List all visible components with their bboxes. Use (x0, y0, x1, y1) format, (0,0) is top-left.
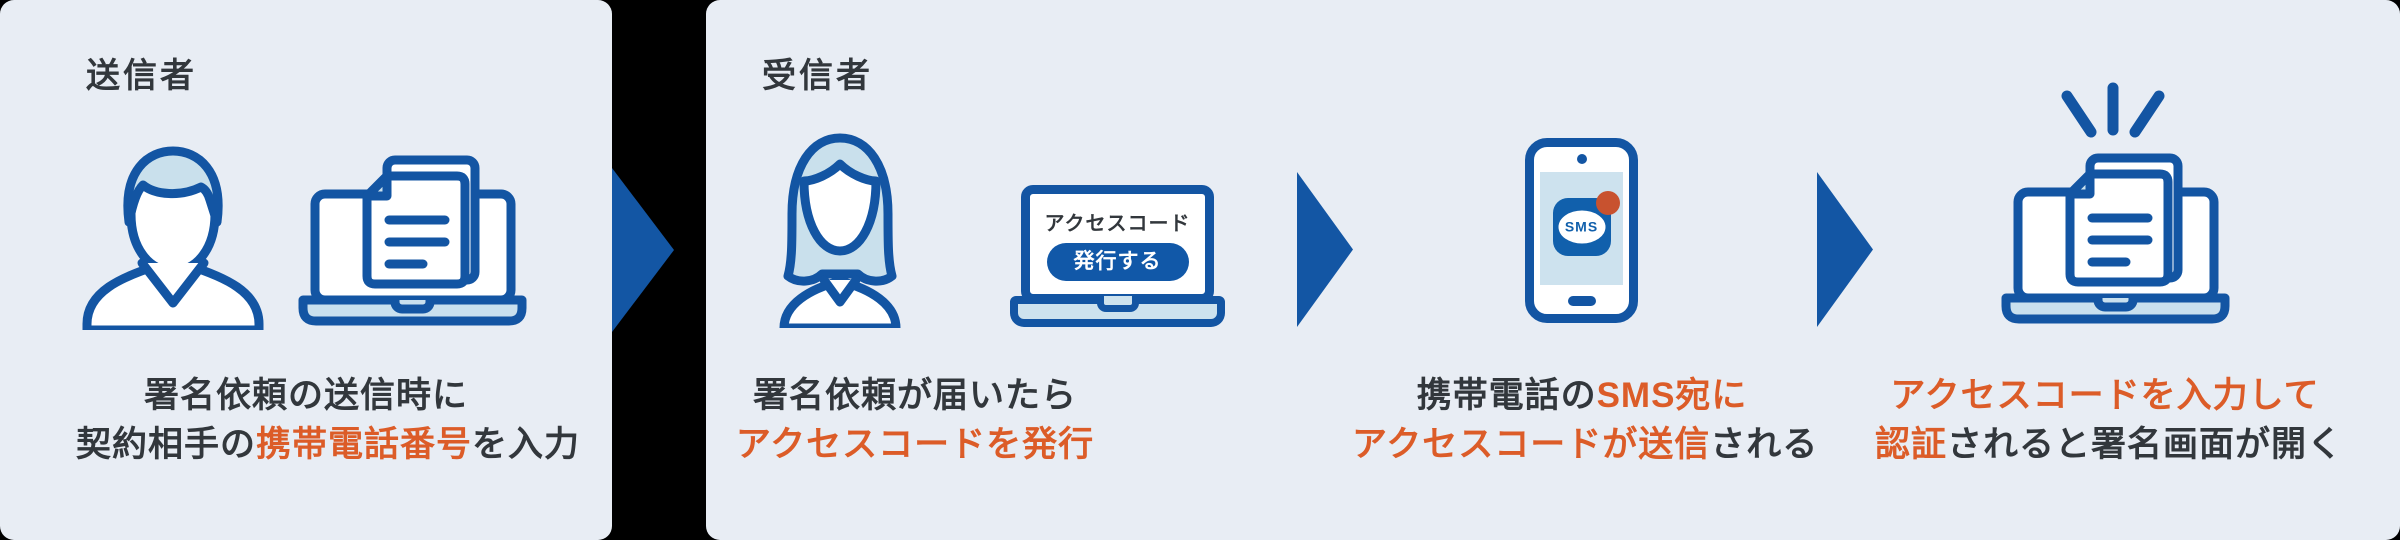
phone-screen: SMS (1540, 172, 1623, 285)
access-code-title: アクセスコード (1044, 213, 1191, 235)
issue-access-code-caption: 署名依頼が届いたら アクセスコードを発行 (685, 371, 1145, 469)
sms-app-icon: SMS (1552, 191, 1620, 256)
phone-home-button (1567, 296, 1596, 306)
sender-panel: 送信者 署名依頼の送信 (0, 0, 612, 540)
sender-caption: 署名依頼の送信時に 契約相手の携帯電話番号を入力 (76, 371, 581, 469)
business-man-icon (82, 146, 264, 330)
caption-line: アクセスコードを入力して (1890, 376, 2320, 415)
laptop-notch (1096, 296, 1139, 312)
laptop-screen: アクセスコード 発行する (1021, 185, 1214, 303)
open-sign-screen-caption: アクセスコードを入力して 認証されると署名画面が開く (1875, 371, 2344, 469)
arrow-right-icon (1297, 172, 1353, 327)
notification-dot-icon (1595, 191, 1620, 215)
caption-line: アクセスコードが送信される (1352, 425, 1819, 464)
business-woman-icon (779, 133, 901, 328)
phone-camera-dot (1576, 154, 1587, 164)
caption-line: 携帯電話のSMS宛に (1416, 376, 1748, 415)
laptop-documents-icon (2001, 153, 2230, 324)
sms-app-label: SMS (1564, 218, 1599, 235)
sender-caption-line-1: 署名依頼の送信時に (143, 376, 468, 415)
caption-line: 認証されると署名画面が開く (1875, 425, 2344, 464)
arrow-right-icon (1817, 172, 1873, 327)
arrow-right-icon (612, 168, 674, 332)
issue-button: 発行する (1046, 243, 1189, 281)
smartphone-sms-icon: SMS (1525, 138, 1638, 323)
sparkle-lines-icon (2061, 82, 2165, 138)
sms-bubble: SMS (1558, 210, 1605, 244)
receiver-panel: 受信者 アクセスコード 発行する 署名依頼が届いたら アクセスコードを発行 (706, 0, 2400, 540)
laptop-access-code-icon: アクセスコード 発行する (1010, 185, 1225, 327)
receiver-label: 受信者 (762, 57, 873, 95)
sender-caption-line-2: 契約相手の携帯電話番号を入力 (76, 425, 581, 464)
sms-received-caption: 携帯電話のSMS宛に アクセスコードが送信される (1352, 371, 1819, 469)
laptop-documents-icon (298, 155, 527, 326)
caption-line: 署名依頼が届いたら (752, 376, 1077, 415)
sender-label: 送信者 (86, 57, 197, 95)
caption-line: アクセスコードを発行 (735, 425, 1095, 464)
